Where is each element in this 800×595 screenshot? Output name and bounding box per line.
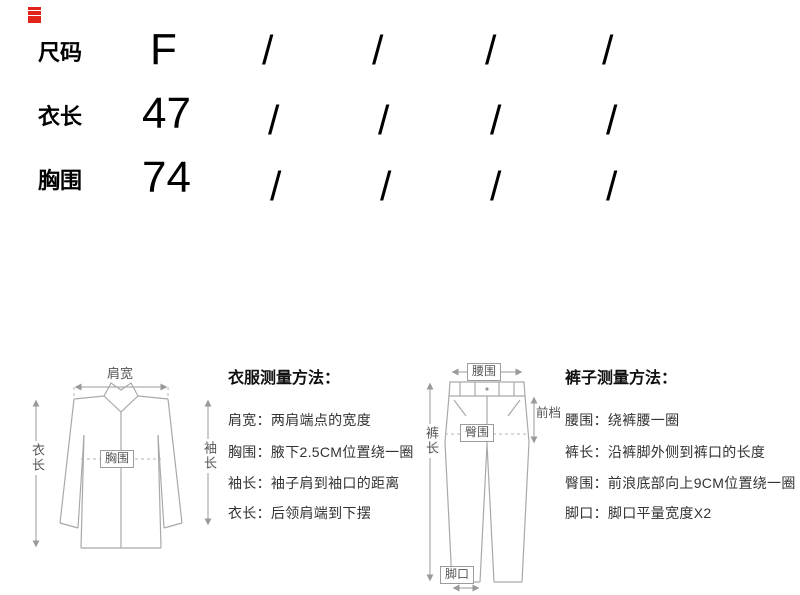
chest-label: 胸围: [100, 450, 135, 468]
empty-cell-slash: /: [602, 27, 614, 73]
pants-instruction-item: 臀围：前浪底部向上9CM位置绕一圈: [565, 475, 796, 491]
length-row-label: 衣长: [38, 104, 83, 129]
shirt-instruction-item: 胸围：腋下2.5CM位置绕一圈: [228, 444, 414, 460]
garment-length-label: 衣长: [29, 441, 45, 475]
pants-length-label: 裤长: [423, 424, 439, 458]
shirt-instructions: 衣服测量方法： 肩宽：两肩端点的宽度 胸围：腋下2.5CM位置绕一圈 袖长：袖子…: [228, 371, 418, 531]
empty-cell-slash: /: [262, 27, 274, 73]
pants-instruction-item: 裤长：沿裤脚外侧到裤口的长度: [565, 444, 766, 460]
shirt-diagram-drawing: [32, 382, 212, 549]
leg-opening-label: 脚口: [440, 566, 475, 584]
empty-cell-slash: /: [268, 97, 280, 143]
pants-instructions-title: 裤子测量方法：: [565, 370, 678, 387]
shirt-diagram: 肩宽 衣长 袖长 胸围: [20, 363, 225, 571]
empty-cell-slash: /: [372, 27, 384, 73]
pants-diagram-drawing: [426, 368, 538, 592]
shirt-instruction-item: 肩宽：两肩端点的宽度: [228, 412, 371, 428]
empty-cell-slash: /: [380, 163, 392, 209]
red-watermark: [28, 7, 41, 23]
waist-label: 腰围: [467, 363, 502, 381]
chest-row-label: 胸围: [38, 168, 83, 193]
empty-cell-slash: /: [378, 97, 390, 143]
shirt-instruction-item: 袖长：袖子肩到袖口的距离: [228, 475, 400, 491]
front-rise-label: 前档: [536, 406, 562, 421]
pants-instruction-item: 腰围：绕裤腰一圈: [565, 412, 680, 428]
size-row-label: 尺码: [38, 40, 83, 65]
pants-instruction-item: 脚口：脚口平量宽度X2: [565, 505, 712, 521]
empty-cell-slash: /: [270, 163, 282, 209]
hip-label: 臀围: [460, 424, 495, 442]
sleeve-length-label: 袖长: [201, 439, 217, 473]
length-row-value: 47: [142, 89, 191, 138]
empty-cell-slash: /: [490, 97, 502, 143]
shirt-instruction-item: 衣长：后领肩端到下摆: [228, 505, 371, 521]
chest-row-value: 74: [142, 153, 191, 202]
pants-instructions: 裤子测量方法： 腰围：绕裤腰一圈 裤长：沿裤脚外侧到裤口的长度 臀围：前浪底部向…: [565, 371, 800, 531]
empty-cell-slash: /: [606, 97, 618, 143]
empty-cell-slash: /: [490, 163, 502, 209]
empty-cell-slash: /: [606, 163, 618, 209]
shirt-instructions-title: 衣服测量方法：: [228, 370, 341, 387]
shoulder-width-label: 肩宽: [107, 366, 134, 382]
empty-cell-slash: /: [485, 27, 497, 73]
pants-diagram: 腰围 前档 裤长 臀围 脚口: [420, 362, 562, 595]
size-row-value: F: [150, 25, 177, 74]
